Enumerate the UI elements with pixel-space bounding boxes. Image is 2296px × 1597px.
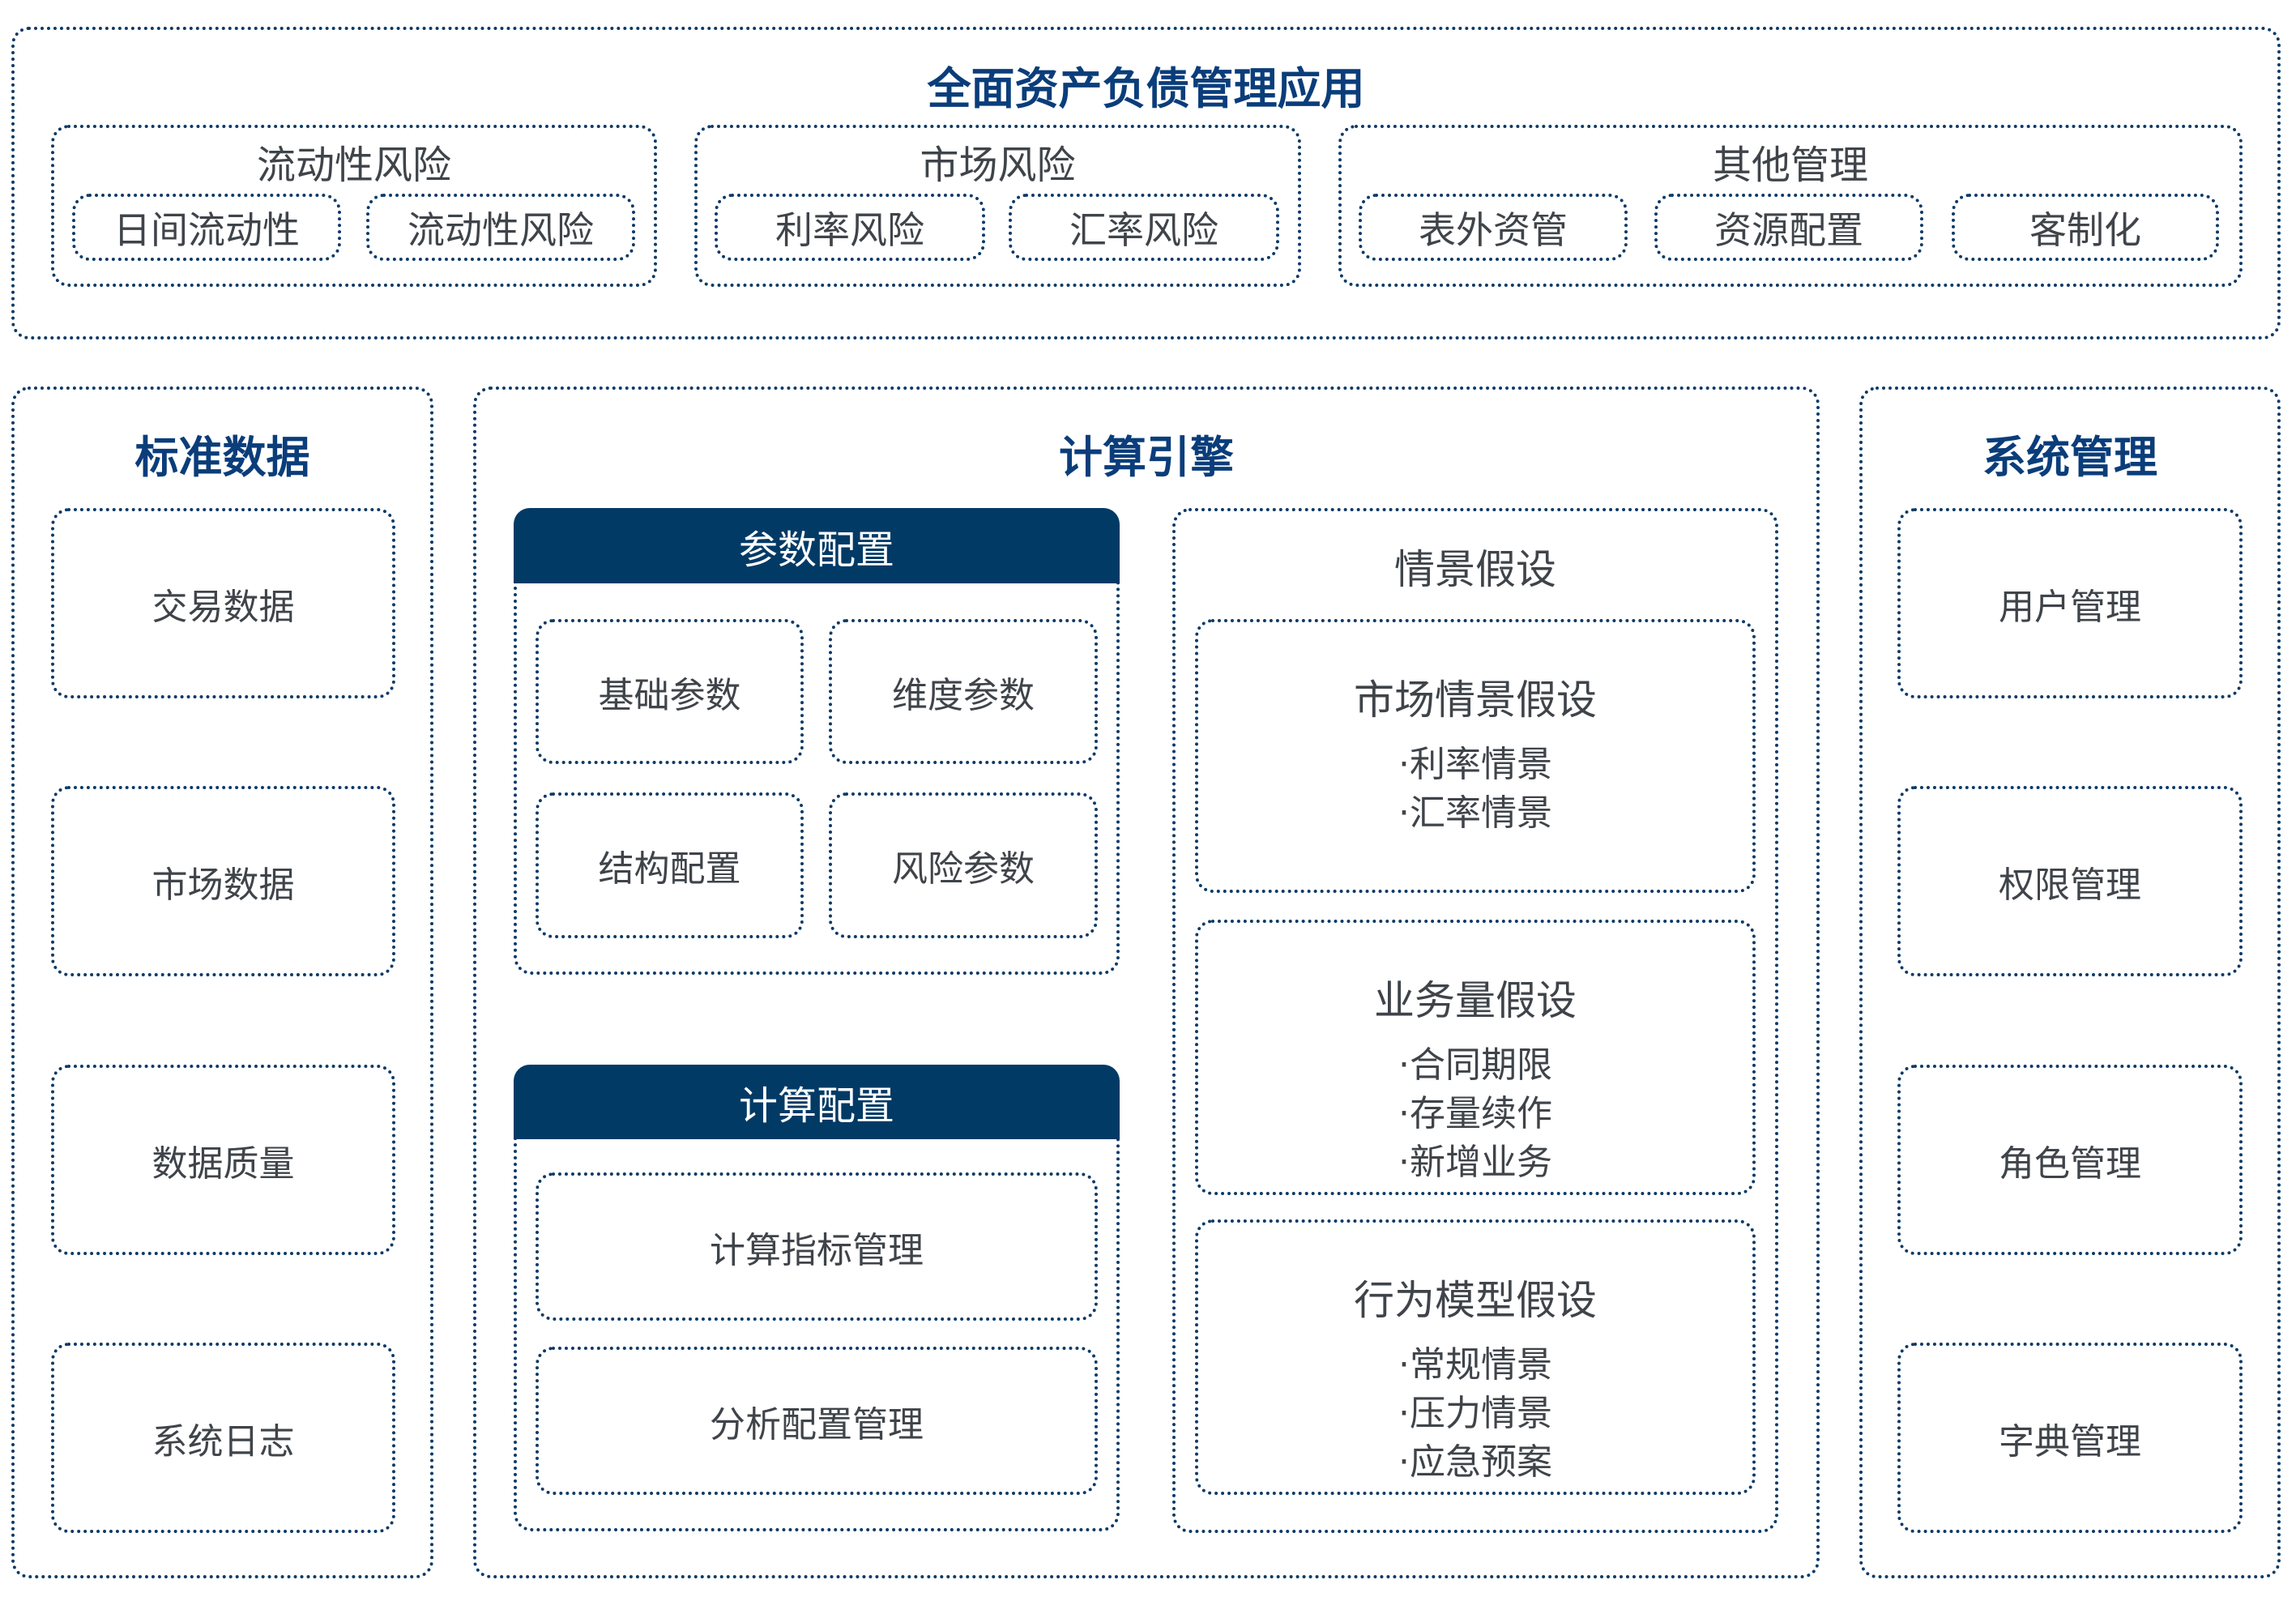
module-intraday-liquidity[interactable]: 日间流动性 — [72, 194, 341, 261]
item-permission-mgmt[interactable]: 权限管理 — [1897, 786, 2243, 976]
param-config-header: 参数配置 — [514, 508, 1120, 583]
application-layer: 全面资产负债管理应用 — [11, 27, 2281, 339]
item-user-mgmt[interactable]: 用户管理 — [1897, 508, 2243, 698]
module-off-balance[interactable]: 表外资管 — [1359, 194, 1628, 261]
scenario-title: 情景假设 — [1394, 546, 1556, 593]
item-risk-params[interactable]: 风险参数 — [829, 792, 1098, 938]
module-interest-rate-risk[interactable]: 利率风险 — [715, 194, 985, 261]
group-title: 市场风险 — [920, 143, 1076, 188]
label: 客制化 — [2029, 207, 2141, 252]
item-trade-data[interactable]: 交易数据 — [51, 508, 395, 698]
standard-data-title: 标准数据 — [134, 432, 310, 483]
module-liquidity-risk[interactable]: 流动性风险 — [366, 194, 635, 261]
label: 用户管理 — [1999, 586, 2141, 628]
item-analysis-config-mgmt[interactable]: 分析配置管理 — [536, 1347, 1098, 1495]
bullet: ·合同期限 — [1398, 1044, 1552, 1086]
behavior-model-box[interactable]: 行为模型假设 ·常规情景 ·压力情景 ·应急预案 — [1195, 1219, 1756, 1495]
item-basic-params[interactable]: 基础参数 — [536, 619, 804, 764]
calc-engine-title: 计算引擎 — [1059, 432, 1234, 483]
label: 数据质量 — [152, 1142, 295, 1185]
bullet: ·利率情景 — [1398, 744, 1552, 785]
label: 角色管理 — [1999, 1142, 2141, 1185]
module-customization[interactable]: 客制化 — [1952, 194, 2219, 261]
label: 资源配置 — [1714, 207, 1863, 252]
item-role-mgmt[interactable]: 角色管理 — [1897, 1065, 2243, 1255]
scenario-group-title: 市场情景假设 — [1354, 677, 1597, 724]
calc-config-header: 计算配置 — [514, 1065, 1120, 1139]
bullet: ·应急预案 — [1398, 1441, 1552, 1483]
label: 系统日志 — [152, 1420, 295, 1462]
calc-engine-panel — [473, 386, 1820, 1578]
standard-data-panel — [11, 386, 433, 1578]
group-title: 其他管理 — [1712, 143, 1868, 188]
item-calc-indicator-mgmt[interactable]: 计算指标管理 — [536, 1172, 1098, 1321]
group-other-management: 其他管理 — [1338, 125, 2243, 287]
label: 利率风险 — [775, 207, 924, 252]
bullet: ·压力情景 — [1398, 1393, 1552, 1434]
bullet: ·新增业务 — [1398, 1142, 1552, 1183]
item-dimension-params[interactable]: 维度参数 — [829, 619, 1098, 764]
label: 流动性风险 — [408, 207, 594, 252]
application-title: 全面资产负债管理应用 — [927, 63, 1365, 114]
label: 交易数据 — [152, 586, 295, 628]
label: 维度参数 — [892, 674, 1035, 716]
label: 表外资管 — [1419, 207, 1568, 252]
system-mgmt-title: 系统管理 — [1982, 432, 2157, 483]
item-data-quality[interactable]: 数据质量 — [51, 1065, 395, 1255]
label: 分析配置管理 — [710, 1403, 924, 1445]
module-resource-allocation[interactable]: 资源配置 — [1654, 194, 1923, 261]
label: 计算指标管理 — [710, 1229, 924, 1271]
bullet: ·常规情景 — [1398, 1344, 1552, 1386]
scenario-group-title: 行为模型假设 — [1354, 1277, 1597, 1324]
item-market-data[interactable]: 市场数据 — [51, 786, 395, 976]
label: 汇率风险 — [1069, 207, 1218, 252]
item-structure-config[interactable]: 结构配置 — [536, 792, 804, 938]
module-fx-risk[interactable]: 汇率风险 — [1009, 194, 1279, 261]
label: 结构配置 — [598, 848, 741, 890]
bullet: ·汇率情景 — [1398, 792, 1552, 834]
group-title: 流动性风险 — [256, 143, 451, 188]
label: 字典管理 — [1999, 1420, 2141, 1462]
label: 市场数据 — [152, 864, 295, 906]
param-config-panel: 参数配置 — [514, 508, 1120, 975]
scenario-panel: 情景假设 — [1172, 508, 1778, 1533]
group-liquidity-risk: 流动性风险 — [51, 125, 657, 287]
item-dictionary-mgmt[interactable]: 字典管理 — [1897, 1343, 2243, 1533]
group-market-risk: 市场风险 — [694, 125, 1301, 287]
item-system-log[interactable]: 系统日志 — [51, 1343, 395, 1533]
scenario-group-title: 业务量假设 — [1374, 977, 1577, 1024]
system-mgmt-panel — [1859, 386, 2281, 1578]
label: 权限管理 — [1999, 864, 2141, 906]
business-volume-box[interactable]: 业务量假设 ·合同期限 ·存量续作 ·新增业务 — [1195, 920, 1756, 1195]
label: 风险参数 — [892, 848, 1035, 890]
calc-config-panel: 计算配置 — [514, 1065, 1120, 1531]
market-scenario-box[interactable]: 市场情景假设 ·利率情景 ·汇率情景 — [1195, 619, 1756, 893]
bullet: ·存量续作 — [1398, 1093, 1552, 1134]
label: 基础参数 — [598, 674, 741, 716]
label: 日间流动性 — [113, 207, 300, 252]
